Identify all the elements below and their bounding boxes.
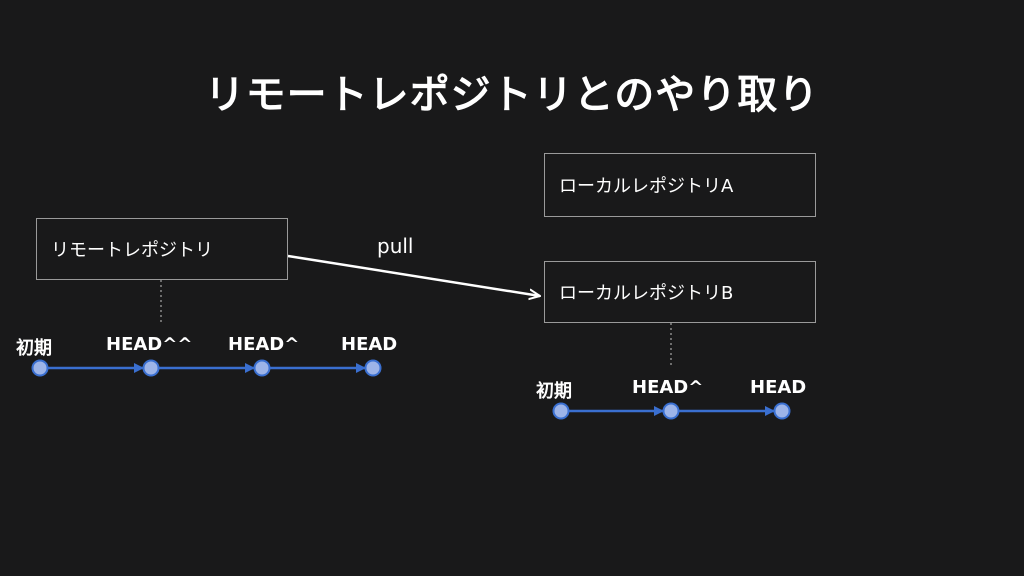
local-b-commit-label: 初期 bbox=[536, 381, 572, 402]
local-b-commit-node bbox=[552, 402, 570, 420]
remote-repository-box: リモートレポジトリ bbox=[36, 218, 288, 280]
remote-commit-node bbox=[31, 359, 49, 377]
local-b-commit-label: HEAD bbox=[750, 377, 807, 398]
remote-commit-node bbox=[142, 359, 160, 377]
remote-repository-label: リモートレポジトリ bbox=[51, 240, 213, 261]
page-title: リモートレポジトリとのやり取り bbox=[204, 72, 820, 118]
local-repository-a-box: ローカルレポジトリA bbox=[544, 153, 816, 217]
local-repository-b-box: ローカルレポジトリB bbox=[544, 261, 816, 323]
remote-commit-node bbox=[364, 359, 382, 377]
remote-commit-label: HEAD^ bbox=[228, 334, 300, 355]
pull-label: pull bbox=[377, 234, 414, 258]
remote-commit-label: 初期 bbox=[16, 338, 52, 359]
local-repository-a-label: ローカルレポジトリA bbox=[559, 176, 734, 197]
local-repository-b-label: ローカルレポジトリB bbox=[559, 283, 734, 304]
local-b-commit-node bbox=[662, 402, 680, 420]
remote-commit-node bbox=[253, 359, 271, 377]
local-b-commit-label: HEAD^ bbox=[632, 377, 704, 398]
remote-commit-label: HEAD^^ bbox=[106, 334, 193, 355]
local-b-commit-node bbox=[773, 402, 791, 420]
pull-arrow bbox=[287, 254, 540, 296]
remote-commit-label: HEAD bbox=[341, 334, 398, 355]
